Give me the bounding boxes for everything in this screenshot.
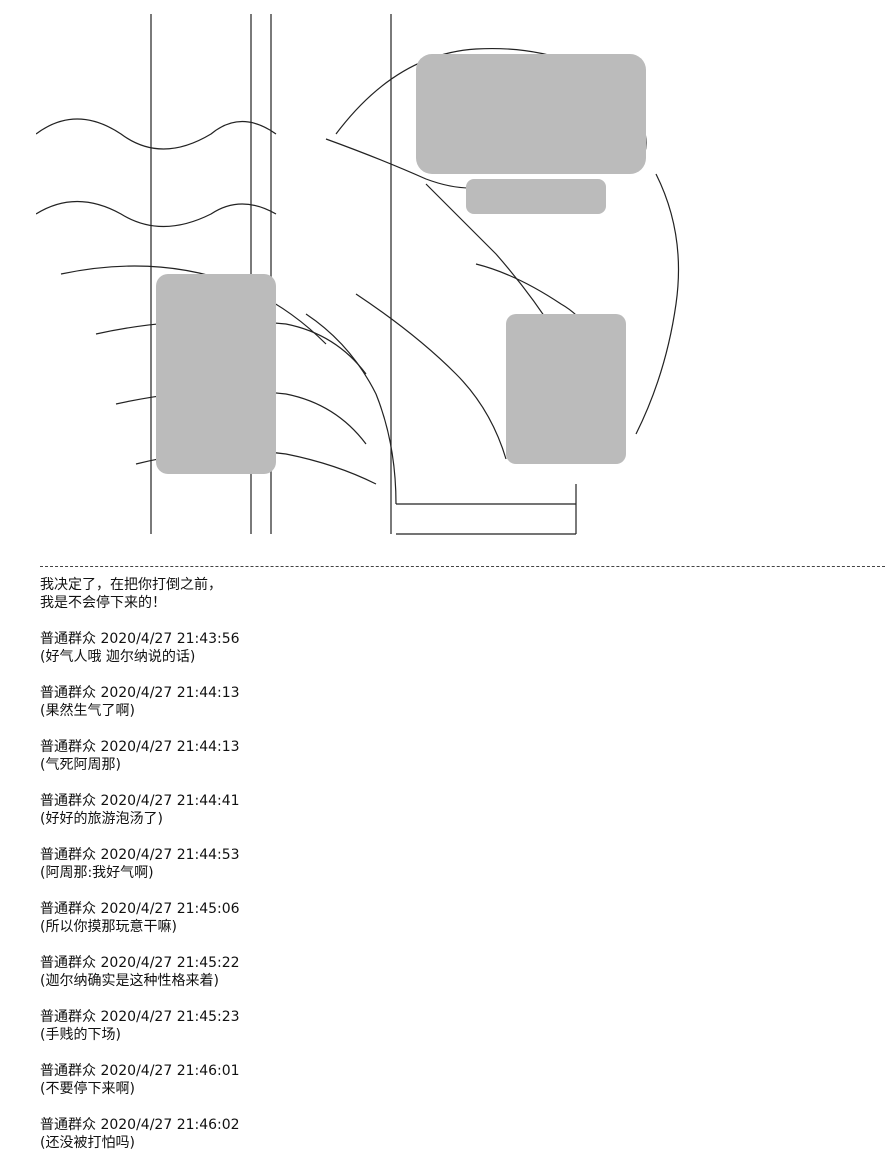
intro-line: 我是不会停下来的！ [40, 595, 166, 611]
ascii-art-illustration [36, 14, 885, 554]
comment-time: 2020/4/27 21:46:02 [100, 1117, 240, 1133]
comment-thread: 我决定了，在把你打倒之前， 我是不会停下来的！ 普通群众 2020/4/27 2… [40, 576, 860, 1152]
comment-time: 2020/4/27 21:44:41 [100, 793, 240, 809]
comment-header: 普通群众 2020/4/27 21:44:13 [40, 684, 860, 702]
comment-text: (迦尔纳确实是这种性格来着) [40, 973, 219, 989]
comment-time: 2020/4/27 21:44:13 [100, 739, 240, 755]
comment-time: 2020/4/27 21:44:13 [100, 685, 240, 701]
comment-time: 2020/4/27 21:44:53 [100, 847, 240, 863]
comment-header: 普通群众 2020/4/27 21:44:41 [40, 792, 860, 810]
comment-item: 普通群众 2020/4/27 21:43:56 (好气人哦 迦尔纳说的话) [40, 630, 860, 666]
comment-text: (阿周那:我好气啊) [40, 865, 154, 881]
intro-line: 我决定了，在把你打倒之前， [40, 577, 222, 593]
comment-header: 普通群众 2020/4/27 21:45:23 [40, 1008, 860, 1026]
comment-header: 普通群众 2020/4/27 21:45:06 [40, 900, 860, 918]
comment-item: 普通群众 2020/4/27 21:44:41 (好好的旅游泡汤了) [40, 792, 860, 828]
comment-text: (手贱的下场) [40, 1027, 121, 1043]
comment-author: 普通群众 [40, 739, 96, 755]
comment-author: 普通群众 [40, 793, 96, 809]
comment-header: 普通群众 2020/4/27 21:43:56 [40, 630, 860, 648]
comment-text: (还没被打怕吗) [40, 1135, 135, 1151]
comment-time: 2020/4/27 21:45:22 [100, 955, 240, 971]
comment-time: 2020/4/27 21:46:01 [100, 1063, 240, 1079]
comment-author: 普通群众 [40, 685, 96, 701]
comment-item: 普通群众 2020/4/27 21:44:13 (气死阿周那) [40, 738, 860, 774]
comment-time: 2020/4/27 21:45:06 [100, 901, 240, 917]
comment-author: 普通群众 [40, 1009, 96, 1025]
comment-header: 普通群众 2020/4/27 21:46:01 [40, 1062, 860, 1080]
comment-author: 普通群众 [40, 1063, 96, 1079]
comment-item: 普通群众 2020/4/27 21:44:13 (果然生气了啊) [40, 684, 860, 720]
comment-item: 普通群众 2020/4/27 21:45:23 (手贱的下场) [40, 1008, 860, 1044]
comment-item: 普通群众 2020/4/27 21:46:01 (不要停下来啊) [40, 1062, 860, 1098]
comment-item: 普通群众 2020/4/27 21:44:53 (阿周那:我好气啊) [40, 846, 860, 882]
comment-author: 普通群众 [40, 901, 96, 917]
comment-text: (不要停下来啊) [40, 1081, 135, 1097]
ascii-art-drawing [36, 14, 680, 535]
comment-text: (气死阿周那) [40, 757, 121, 773]
comment-header: 普通群众 2020/4/27 21:44:53 [40, 846, 860, 864]
comment-text: (好好的旅游泡汤了) [40, 811, 163, 827]
comment-time: 2020/4/27 21:43:56 [100, 631, 240, 647]
comment-item: 普通群众 2020/4/27 21:45:06 (所以你摸那玩意干嘛) [40, 900, 860, 936]
comment-header: 普通群众 2020/4/27 21:44:13 [40, 738, 860, 756]
comment-author: 普通群众 [40, 847, 96, 863]
comment-author: 普通群众 [40, 1117, 96, 1133]
comment-author: 普通群众 [40, 631, 96, 647]
comment-text: (所以你摸那玩意干嘛) [40, 919, 177, 935]
comment-item: 普通群众 2020/4/27 21:46:02 (还没被打怕吗) [40, 1116, 860, 1152]
section-divider [40, 566, 885, 567]
comment-author: 普通群众 [40, 955, 96, 971]
comment-header: 普通群众 2020/4/27 21:46:02 [40, 1116, 860, 1134]
comment-text: (果然生气了啊) [40, 703, 135, 719]
comment-text: (好气人哦 迦尔纳说的话) [40, 649, 196, 665]
comment-header: 普通群众 2020/4/27 21:45:22 [40, 954, 860, 972]
comment-item: 普通群众 2020/4/27 21:45:22 (迦尔纳确实是这种性格来着) [40, 954, 860, 990]
comment-time: 2020/4/27 21:45:23 [100, 1009, 240, 1025]
